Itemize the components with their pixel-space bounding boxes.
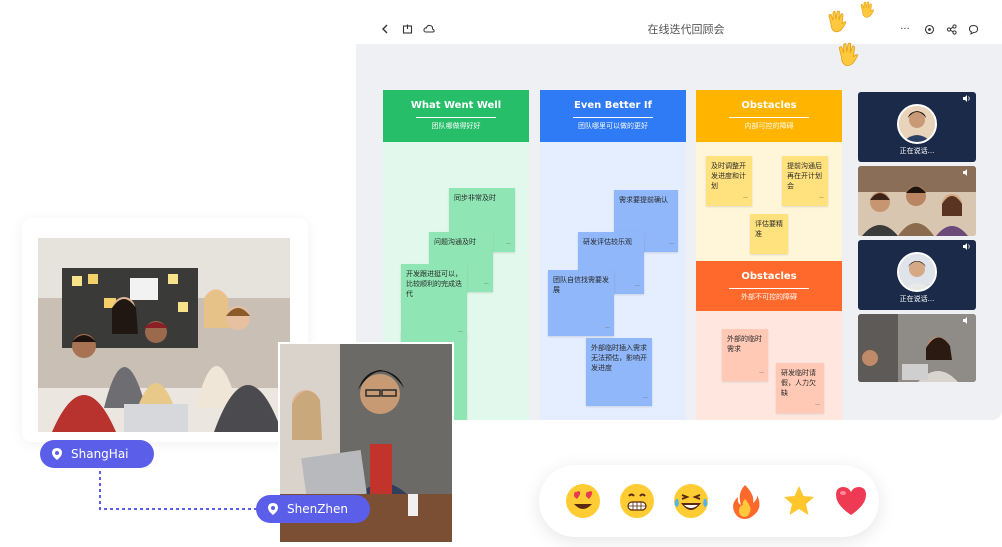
- more-menu-button[interactable]: ···: [900, 23, 910, 35]
- note-text: 问题沟通及时: [434, 238, 476, 246]
- note-text: 评估要精准: [755, 220, 783, 238]
- column-subtitle: 外部不可控的障碍: [741, 293, 797, 301]
- column-header-obstacles-external: Obstacles 外部不可控的障碍: [696, 261, 842, 311]
- column-title: Obstacles: [741, 271, 797, 282]
- column-header: What Went Well 团队哪做得好好: [383, 90, 529, 142]
- column-subtitle: 团队哪做得好好: [431, 122, 481, 130]
- note-text: 外部临时插入需求无法预估，影响开发进度: [591, 344, 647, 372]
- meeting-title: 在线迭代回顾会: [647, 23, 725, 36]
- waving-hand-icon: [826, 10, 848, 39]
- sticky-note[interactable]: 提前沟通后再在开计划会 —: [782, 156, 828, 206]
- note-author: —: [643, 395, 648, 401]
- participant-tile[interactable]: 正在说话...: [858, 92, 976, 162]
- participant-name: 正在说话...: [899, 295, 935, 303]
- note-author: —: [759, 370, 764, 376]
- column-title: What Went Well: [410, 100, 502, 111]
- reaction-bar: [539, 465, 879, 537]
- waving-hand-icon: [858, 0, 876, 24]
- column-title: Obstacles: [741, 100, 797, 111]
- sticky-note[interactable]: 团队自信找需要发展 —: [548, 270, 614, 336]
- speaker-icon: [963, 243, 970, 250]
- note-author: —: [506, 241, 511, 247]
- heart-eyes-emoji[interactable]: [563, 481, 603, 521]
- note-author: —: [669, 241, 674, 247]
- participant-tile[interactable]: [858, 166, 976, 236]
- column-underline: [729, 117, 809, 118]
- note-text: 及时调整开发进度和计划: [711, 162, 746, 190]
- note-text: 研发临时请假，人力欠缺: [781, 369, 816, 397]
- laughing-tears-emoji[interactable]: [671, 481, 711, 521]
- sticky-note[interactable]: 外部临时插入需求无法预估，影响开发进度 —: [586, 338, 652, 406]
- participant-video: [858, 314, 976, 382]
- sticky-note[interactable]: 外部的临时需求 —: [722, 329, 768, 381]
- settings-icon[interactable]: [920, 20, 938, 38]
- location-label: ShenZhen: [287, 502, 349, 516]
- column-subtitle: 团队哪里可以做的更好: [578, 122, 648, 130]
- speaker-icon: [963, 169, 967, 176]
- sticky-note[interactable]: 及时调整开发进度和计划 —: [706, 156, 752, 206]
- speaker-icon: [963, 95, 970, 102]
- column-body: 需求要提前确认 — 研发评估较乐观 — 团队自信找需要发展 — 外部临时插入需求…: [540, 142, 686, 420]
- participant-avatar: [897, 104, 937, 144]
- note-author: —: [605, 325, 610, 331]
- note-text: 开发跟进挺可以，比较顺利的完成迭代: [406, 270, 462, 298]
- location-label: ShangHai: [71, 447, 129, 461]
- location-pill-shenzhen[interactable]: ShenZhen: [256, 495, 370, 523]
- note-text: 外部的临时需求: [727, 335, 762, 353]
- connection-line: [99, 465, 260, 510]
- back-arrow-icon[interactable]: [376, 20, 394, 38]
- column-body-obstacles-external: 外部的临时需求 — 研发临时请假，人力欠缺 —: [696, 311, 842, 420]
- note-text: 同步非常及时: [454, 194, 496, 202]
- participant-name: 正在说话...: [899, 147, 935, 155]
- speaker-icon: [963, 317, 967, 324]
- column-body: 及时调整开发进度和计划 — 提前沟通后再在开计划会 — 评估要精准: [696, 142, 842, 261]
- participant-tile[interactable]: 正在说话...: [858, 240, 976, 310]
- column-subtitle: 内部可控的障碍: [744, 122, 794, 130]
- star-emoji[interactable]: [779, 481, 819, 521]
- sticky-note[interactable]: 开发跟进挺可以，比较顺利的完成迭代 —: [401, 264, 467, 340]
- share-icon[interactable]: [942, 20, 960, 38]
- column-obstacles-internal: Obstacles 内部可控的障碍 及时调整开发进度和计划 — 提前沟通后再在开…: [696, 90, 842, 261]
- note-author: —: [484, 281, 489, 287]
- chat-icon[interactable]: [964, 20, 982, 38]
- note-text: 研发评估较乐观: [583, 238, 632, 246]
- column-underline: [573, 117, 653, 118]
- column-header: Obstacles 内部可控的障碍: [696, 90, 842, 142]
- waving-hand-icon: [836, 42, 860, 73]
- note-text: 需求要提前确认: [619, 196, 668, 204]
- participant-avatar: [897, 252, 937, 292]
- heart-emoji[interactable]: [831, 481, 871, 521]
- exit-icon[interactable]: [398, 20, 416, 38]
- video-call-panel: 正在说话... 正在说话...: [858, 92, 976, 382]
- column-header: Even Better If 团队哪里可以做的更好: [540, 90, 686, 142]
- note-author: —: [743, 195, 748, 201]
- location-pin-icon: [268, 503, 278, 515]
- location-pin-icon: [52, 448, 62, 460]
- note-text: 提前沟通后再在开计划会: [787, 162, 822, 190]
- column-underline: [416, 117, 496, 118]
- note-author: —: [635, 283, 640, 289]
- sticky-note[interactable]: 评估要精准: [750, 214, 788, 254]
- sticky-note[interactable]: 研发临时请假，人力欠缺 —: [776, 363, 824, 413]
- cloud-icon[interactable]: [420, 20, 438, 38]
- note-author: —: [815, 402, 820, 408]
- app-header: 在线迭代回顾会 ···: [356, 14, 1002, 44]
- app-window: 在线迭代回顾会 ··· What Went Well 团队哪做得好好 同步非常及…: [356, 14, 1002, 420]
- location-pill-shanghai[interactable]: ShangHai: [40, 440, 154, 468]
- participant-tile[interactable]: [858, 314, 976, 382]
- participant-video: [858, 166, 976, 236]
- fire-emoji[interactable]: [725, 481, 765, 521]
- team-photo-shanghai: [38, 238, 290, 432]
- column-title: Even Better If: [574, 100, 652, 111]
- note-author: —: [819, 195, 824, 201]
- note-text: 团队自信找需要发展: [553, 276, 609, 294]
- column-even-better-if: Even Better If 团队哪里可以做的更好 需求要提前确认 — 研发评估…: [540, 90, 686, 420]
- grinning-emoji[interactable]: [617, 481, 657, 521]
- column-underline: [729, 288, 809, 289]
